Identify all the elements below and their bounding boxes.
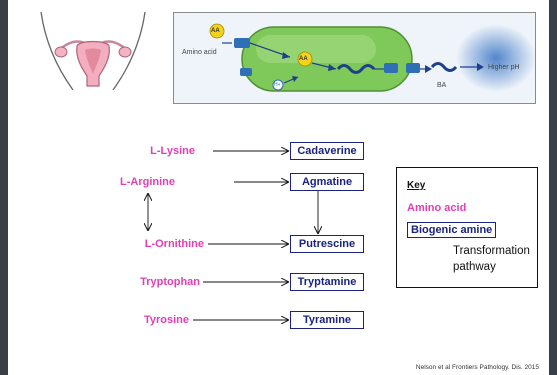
bacterium-diagram: AA AA H+ Amino acid BA Higher pH bbox=[173, 12, 536, 104]
key-title: Key bbox=[407, 180, 425, 191]
aa-badge-inner: AA bbox=[299, 56, 308, 62]
amino-acid-tryptophan: Tryptophan bbox=[78, 276, 200, 288]
amino-acid-ornithine: L-Ornithine bbox=[78, 238, 204, 250]
key-amino-acid: Amino acid bbox=[407, 202, 466, 214]
amine-tyramine: Tyramine bbox=[290, 311, 364, 329]
amine-agmatine: Agmatine bbox=[290, 173, 364, 191]
ba-label: BA bbox=[437, 82, 446, 89]
amino-acid-lysine: L-Lysine bbox=[78, 145, 195, 157]
amino-acid-tyrosine: Tyrosine bbox=[78, 314, 189, 326]
amine-tryptamine: Tryptamine bbox=[290, 273, 364, 291]
uterus-illustration bbox=[33, 10, 153, 90]
key-biogenic-amine-box: Biogenic amine bbox=[407, 220, 496, 238]
key-legend: Key Amino acid Biogenic amine Transforma… bbox=[396, 167, 538, 288]
key-biogenic-amine: Biogenic amine bbox=[407, 222, 496, 238]
amine-putrescine: Putrescine bbox=[290, 235, 364, 253]
key-transformation-line2: pathway bbox=[453, 260, 496, 274]
proton-badge: H+ bbox=[274, 82, 281, 88]
aa-badge: AA bbox=[211, 28, 220, 34]
key-transformation-line1: Transformation bbox=[453, 244, 530, 258]
citation: Nelson et al Frontiers Pathology. Dis. 2… bbox=[416, 364, 539, 371]
amino-acid-label: Amino acid bbox=[182, 49, 217, 56]
amine-cadaverine: Cadaverine bbox=[290, 142, 364, 160]
higher-ph-label: Higher pH bbox=[488, 64, 520, 71]
amino-acid-arginine: L-Arginine bbox=[78, 176, 233, 188]
bacterium-drawing bbox=[174, 13, 535, 103]
slide: AA AA H+ Amino acid BA Higher pH L-Lysin… bbox=[8, 0, 549, 375]
